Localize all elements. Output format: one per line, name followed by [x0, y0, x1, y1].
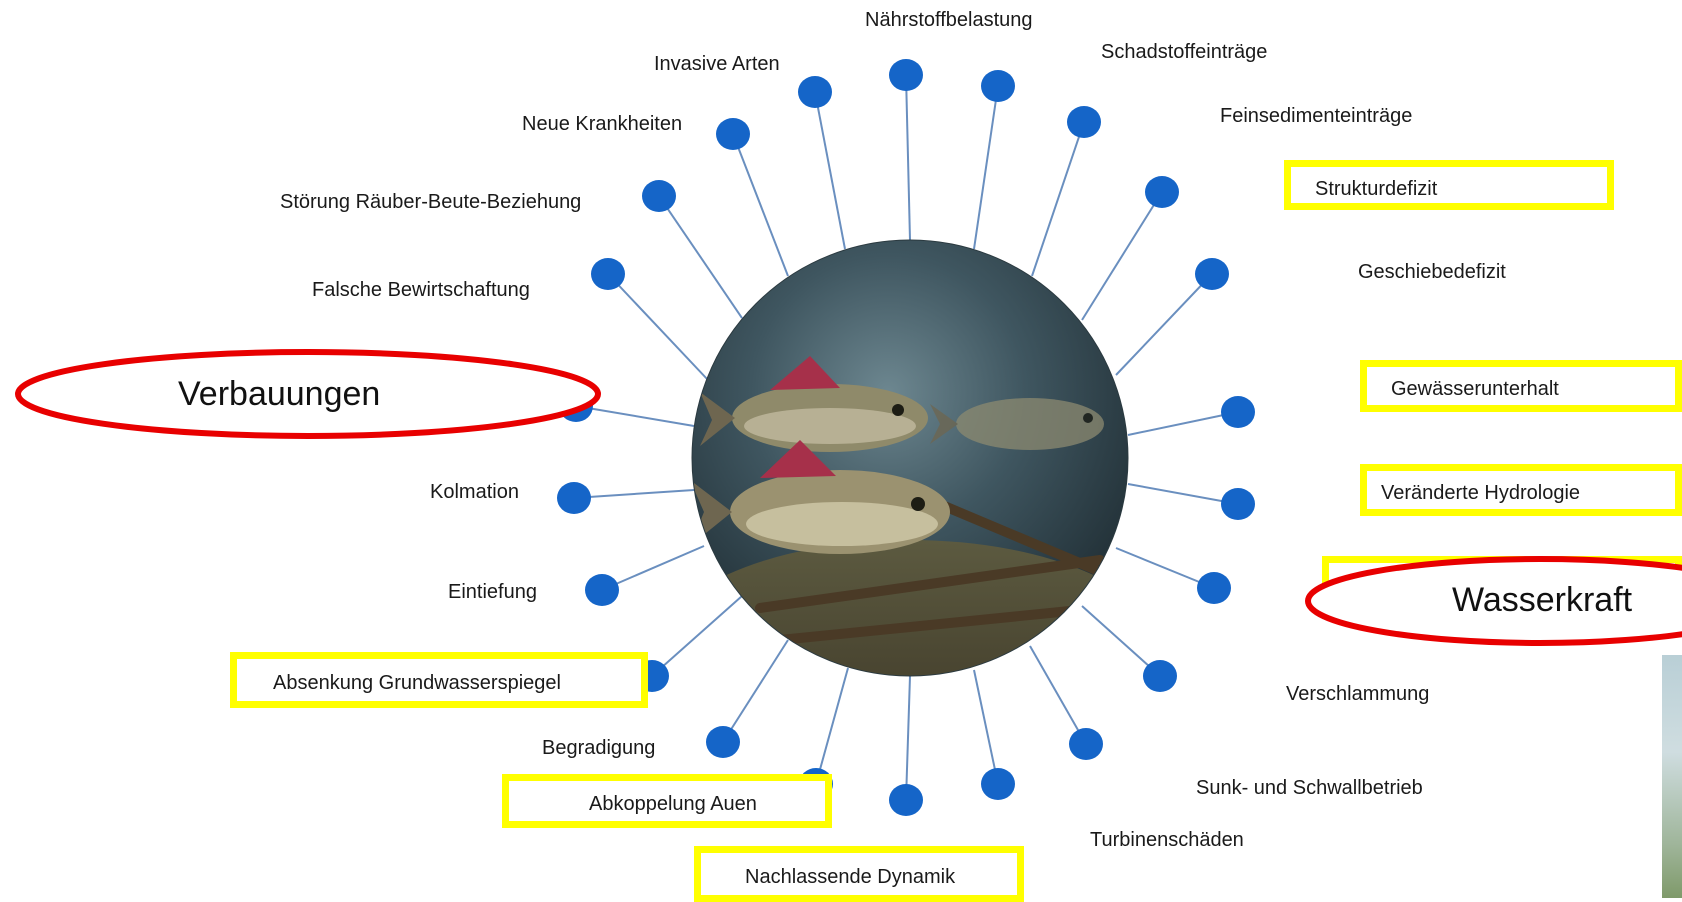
factor-label: Veränderte Hydrologie — [1381, 482, 1581, 504]
fish-icon — [930, 398, 1104, 450]
ellipse-verbauungen — [15, 349, 601, 439]
factor-label: Begradigung — [542, 737, 656, 759]
spoke-lines — [573, 74, 1239, 801]
factor-label: Schadstoffeinträge — [1101, 41, 1268, 63]
highlight-box-absenkung-grundwasserspiegel: Absenkung Grundwasserspiegel — [230, 652, 648, 708]
factor-label: Falsche Bewirtschaftung — [312, 279, 530, 301]
factor-label: Störung Räuber-Beute-Beziehung — [280, 191, 582, 213]
partial-photo-thumbnail — [1662, 655, 1682, 898]
highlight-box-abkoppelung-auen: Abkoppelung Auen — [502, 774, 832, 828]
factor-label: Geschiebedefizit — [1358, 261, 1506, 283]
factor-label: Sunk- und Schwallbetrieb — [1196, 777, 1423, 799]
factor-label: Strukturdefizit — [1315, 178, 1438, 200]
fish-icon — [700, 356, 928, 452]
factor-label: Gewässerunterhalt — [1391, 378, 1559, 400]
factor-label: Neue Krankheiten — [522, 113, 683, 135]
factor-label: Feinsedimenteinträge — [1220, 105, 1413, 127]
highlight-box-strukturdefizit: Strukturdefizit — [1284, 160, 1614, 210]
highlight-box-nachlassende-dynamik: Nachlassende Dynamik — [694, 846, 1024, 902]
factor-label: Invasive Arten — [654, 53, 780, 75]
factor-label: Nährstoffbelastung — [865, 9, 1033, 31]
factor-label: Abkoppelung Auen — [589, 793, 757, 815]
emphasis-label-verbauungen: Verbauungen — [178, 375, 381, 413]
highlight-box-veraenderte-hydrologie: Veränderte Hydrologie — [1360, 464, 1682, 516]
factor-label: Verschlammung — [1286, 683, 1430, 705]
highlight-box-gewaesserunterhalt: Gewässerunterhalt — [1360, 360, 1682, 412]
ellipse-wasserkraft — [1305, 556, 1682, 646]
factor-label: Eintiefung — [448, 581, 537, 603]
factor-label: Kolmation — [430, 481, 519, 503]
factor-label: Turbinenschäden — [1090, 829, 1244, 851]
emphasis-label-wasserkraft: Wasserkraft — [1452, 581, 1633, 619]
factor-label: Nachlassende Dynamik — [745, 866, 956, 888]
factor-label: Absenkung Grundwasserspiegel — [273, 672, 561, 694]
